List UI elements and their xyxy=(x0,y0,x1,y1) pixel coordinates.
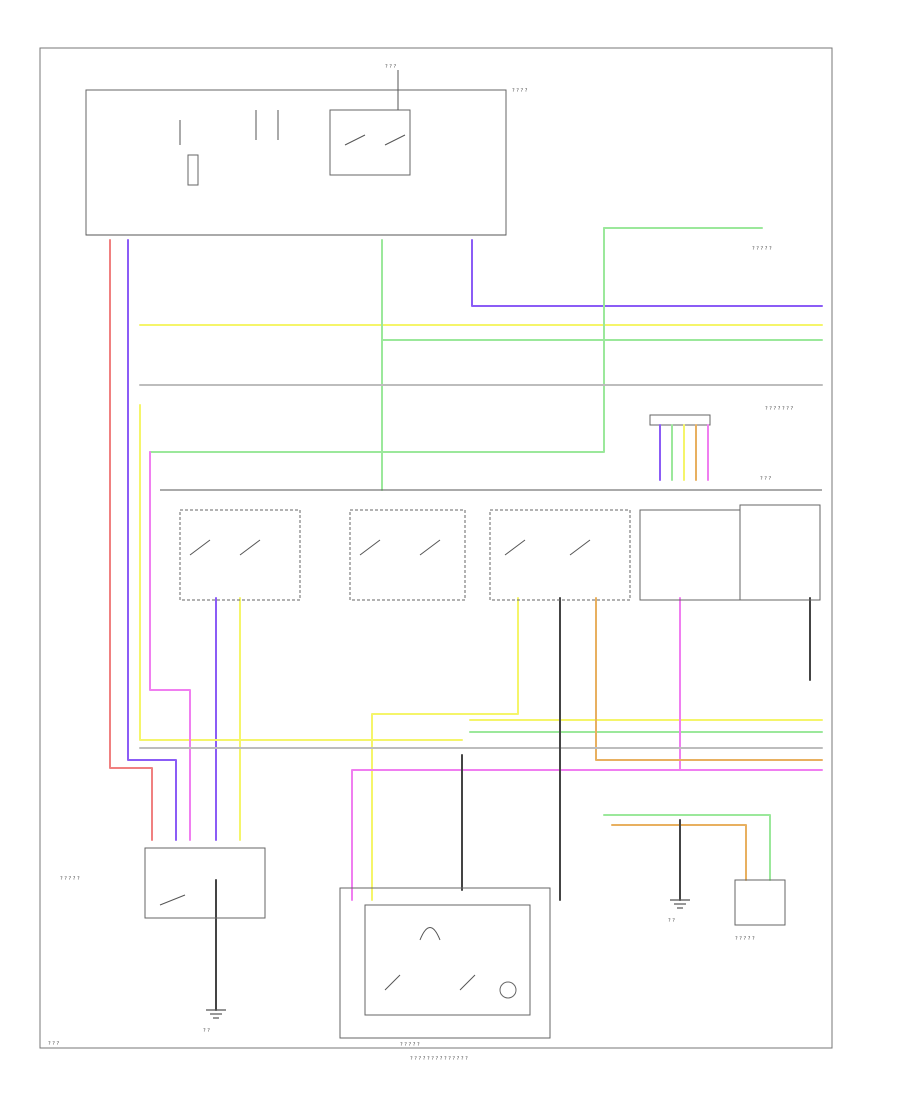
wire-pink-2 xyxy=(351,597,681,901)
ground-label-1: ? ? xyxy=(203,1028,210,1034)
switch-arm-6 xyxy=(569,539,591,556)
right-note-1: ? ? ? ? ? xyxy=(752,246,772,252)
bottom-left-switch xyxy=(159,894,186,906)
relay-contact-2 xyxy=(384,134,406,146)
switch-arm-5 xyxy=(504,539,526,556)
wire-red xyxy=(109,239,153,841)
fuse-element xyxy=(187,154,199,186)
footer-center: ? ? ? ? ? ? ? ? ? ? ? ? ? ? xyxy=(410,1056,468,1062)
wire-green-bottom xyxy=(603,814,771,881)
bottom-center-switch-1 xyxy=(384,974,401,991)
bottom-center-component xyxy=(339,887,551,1039)
switch-arm-2 xyxy=(239,539,261,556)
bottom-left-component xyxy=(144,847,266,919)
wire-yellow-2 xyxy=(139,404,463,741)
bottom-right-component-label: ? ? ? ? ? xyxy=(735,936,755,942)
wire-yellow-4 xyxy=(371,597,519,901)
bottom-right-component xyxy=(734,879,786,926)
wire-violet-top xyxy=(471,239,823,307)
bottom-center-arc xyxy=(419,927,441,941)
top-right-note: ? ? ? ? xyxy=(512,88,528,94)
right-note-2: ? ? ? ? ? ? ? xyxy=(765,406,793,412)
bottom-center-switch-2 xyxy=(459,974,476,991)
switch-arm-3 xyxy=(359,539,381,556)
connector-block xyxy=(649,414,711,426)
ground-symbol-2 xyxy=(670,899,690,909)
switch-module-1 xyxy=(179,509,301,601)
bottom-center-inner xyxy=(364,904,531,1016)
relay-contact-1 xyxy=(344,134,366,146)
top-relay xyxy=(329,109,411,176)
top-fuse-box xyxy=(85,89,507,236)
relay-module-right xyxy=(739,504,821,601)
switch-arm-4 xyxy=(419,539,441,556)
control-module xyxy=(639,509,741,601)
switch-module-3 xyxy=(489,509,631,601)
ground-label-2: ? ? xyxy=(668,918,675,924)
top-hot-label: ? ? ? xyxy=(385,64,396,70)
switch-module-2 xyxy=(349,509,466,601)
wire-pink-1 xyxy=(149,451,191,841)
bottom-center-component-label: ? ? ? ? ? xyxy=(400,1042,420,1048)
bottom-center-motor xyxy=(499,981,517,999)
footer-left: ? ? ? xyxy=(48,1041,59,1047)
right-note-3: ? ? ? xyxy=(760,476,771,482)
wire-orange-2 xyxy=(611,824,747,881)
wire-orange-1 xyxy=(595,597,823,761)
ground-symbol-1 xyxy=(206,1009,226,1019)
wire-green-vert xyxy=(149,227,605,453)
switch-arm-1 xyxy=(189,539,211,556)
wire-violet-left xyxy=(127,239,177,841)
bottom-left-component-label: ? ? ? ? ? xyxy=(60,876,80,882)
diagram-frame xyxy=(39,47,833,1049)
